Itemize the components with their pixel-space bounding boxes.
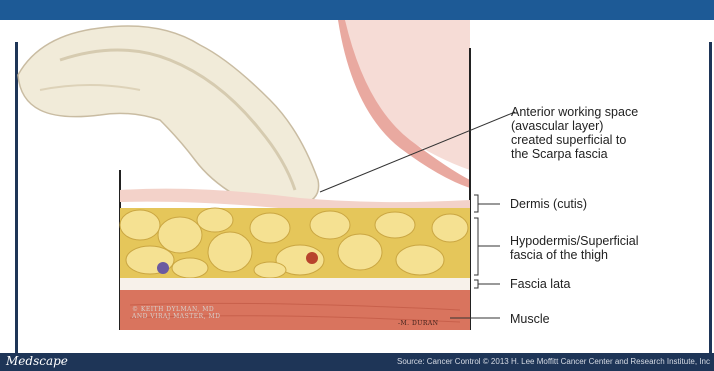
retractor: [18, 26, 319, 206]
author-signature: © KEITH DYLMAN, MD AND VIRAJ MASTER, MD: [132, 306, 220, 320]
medscape-logo[interactable]: Medscape: [6, 354, 68, 368]
vessel-blue: [157, 262, 169, 274]
bracket-hypodermis: [474, 218, 500, 275]
label-dermis: Dermis (cutis): [510, 197, 587, 211]
vessel-red: [306, 252, 318, 264]
bracket-dermis: [474, 195, 500, 212]
label-hypodermis: Hypodermis/Superficial fascia of the thi…: [510, 234, 639, 262]
footer-bar: Medscape Source: Cancer Control © 2013 H…: [0, 353, 714, 371]
bracket-fascia: [474, 280, 500, 288]
label-muscle: Muscle: [510, 312, 550, 326]
source-credit: Source: Cancer Control © 2013 H. Lee Mof…: [397, 357, 710, 366]
label-anterior-space: Anterior working space (avascular layer)…: [511, 105, 638, 161]
anatomy-illustration: [0, 20, 714, 353]
label-fascia-lata: Fascia lata: [510, 277, 570, 291]
figure-panel: © KEITH DYLMAN, MD AND VIRAJ MASTER, MD …: [0, 20, 714, 353]
header-bar: [0, 0, 714, 20]
artist-signature: -M. DURAN: [398, 320, 438, 327]
fascia-lata-layer: [120, 278, 470, 290]
